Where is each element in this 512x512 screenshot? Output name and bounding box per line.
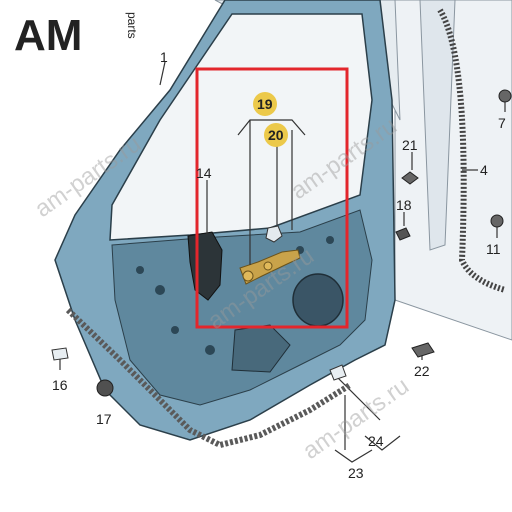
speaker-opening (292, 273, 344, 327)
callout-badge-20 (264, 123, 288, 147)
clip-24 (329, 364, 347, 381)
callout-24[interactable]: 24 (368, 433, 384, 449)
callout-1[interactable]: 1 (160, 49, 168, 65)
callout-21[interactable]: 21 (402, 137, 418, 153)
logo-suffix: parts (125, 12, 139, 39)
callout-16[interactable]: 16 (52, 377, 68, 393)
callout-badge-19 (253, 92, 277, 116)
am-parts-logo: AM parts (14, 11, 139, 60)
panel-hole (171, 326, 179, 334)
fastener-7 (498, 89, 512, 103)
door-opening-seal (437, 8, 506, 293)
callout-18[interactable]: 18 (396, 197, 412, 213)
callout-17[interactable]: 17 (96, 411, 112, 427)
fastener-11 (490, 214, 504, 228)
callout-14[interactable]: 14 (196, 165, 212, 181)
inner-panel (111, 209, 373, 406)
clip-16 (51, 347, 69, 361)
panel-hole (326, 236, 334, 244)
callout-7[interactable]: 7 (498, 115, 506, 131)
callout-19[interactable]: 19 (257, 96, 273, 112)
panel-hole (136, 266, 144, 274)
hinge-pin (263, 261, 273, 271)
cap-17 (96, 379, 114, 397)
fastener-21 (401, 171, 419, 185)
fastener-22 (411, 342, 435, 358)
logo-brand: AM (14, 11, 82, 60)
panel-hole (205, 345, 215, 355)
callout-23[interactable]: 23 (348, 465, 364, 481)
leader-lines (59, 61, 506, 463)
b-pillar-frame (419, 0, 456, 251)
hinge-pin (242, 270, 254, 282)
callout-4[interactable]: 4 (480, 162, 488, 178)
bracket-clip (265, 225, 283, 243)
fastener-18 (395, 227, 411, 241)
watermark-bottom: am-parts.ru (298, 372, 414, 464)
panel-hole (155, 285, 165, 295)
door-seal-strip (65, 307, 352, 449)
callout-11[interactable]: 11 (486, 241, 501, 257)
callout-20[interactable]: 20 (268, 127, 284, 143)
callout-22[interactable]: 22 (414, 363, 430, 379)
highlight-box (195, 67, 349, 329)
